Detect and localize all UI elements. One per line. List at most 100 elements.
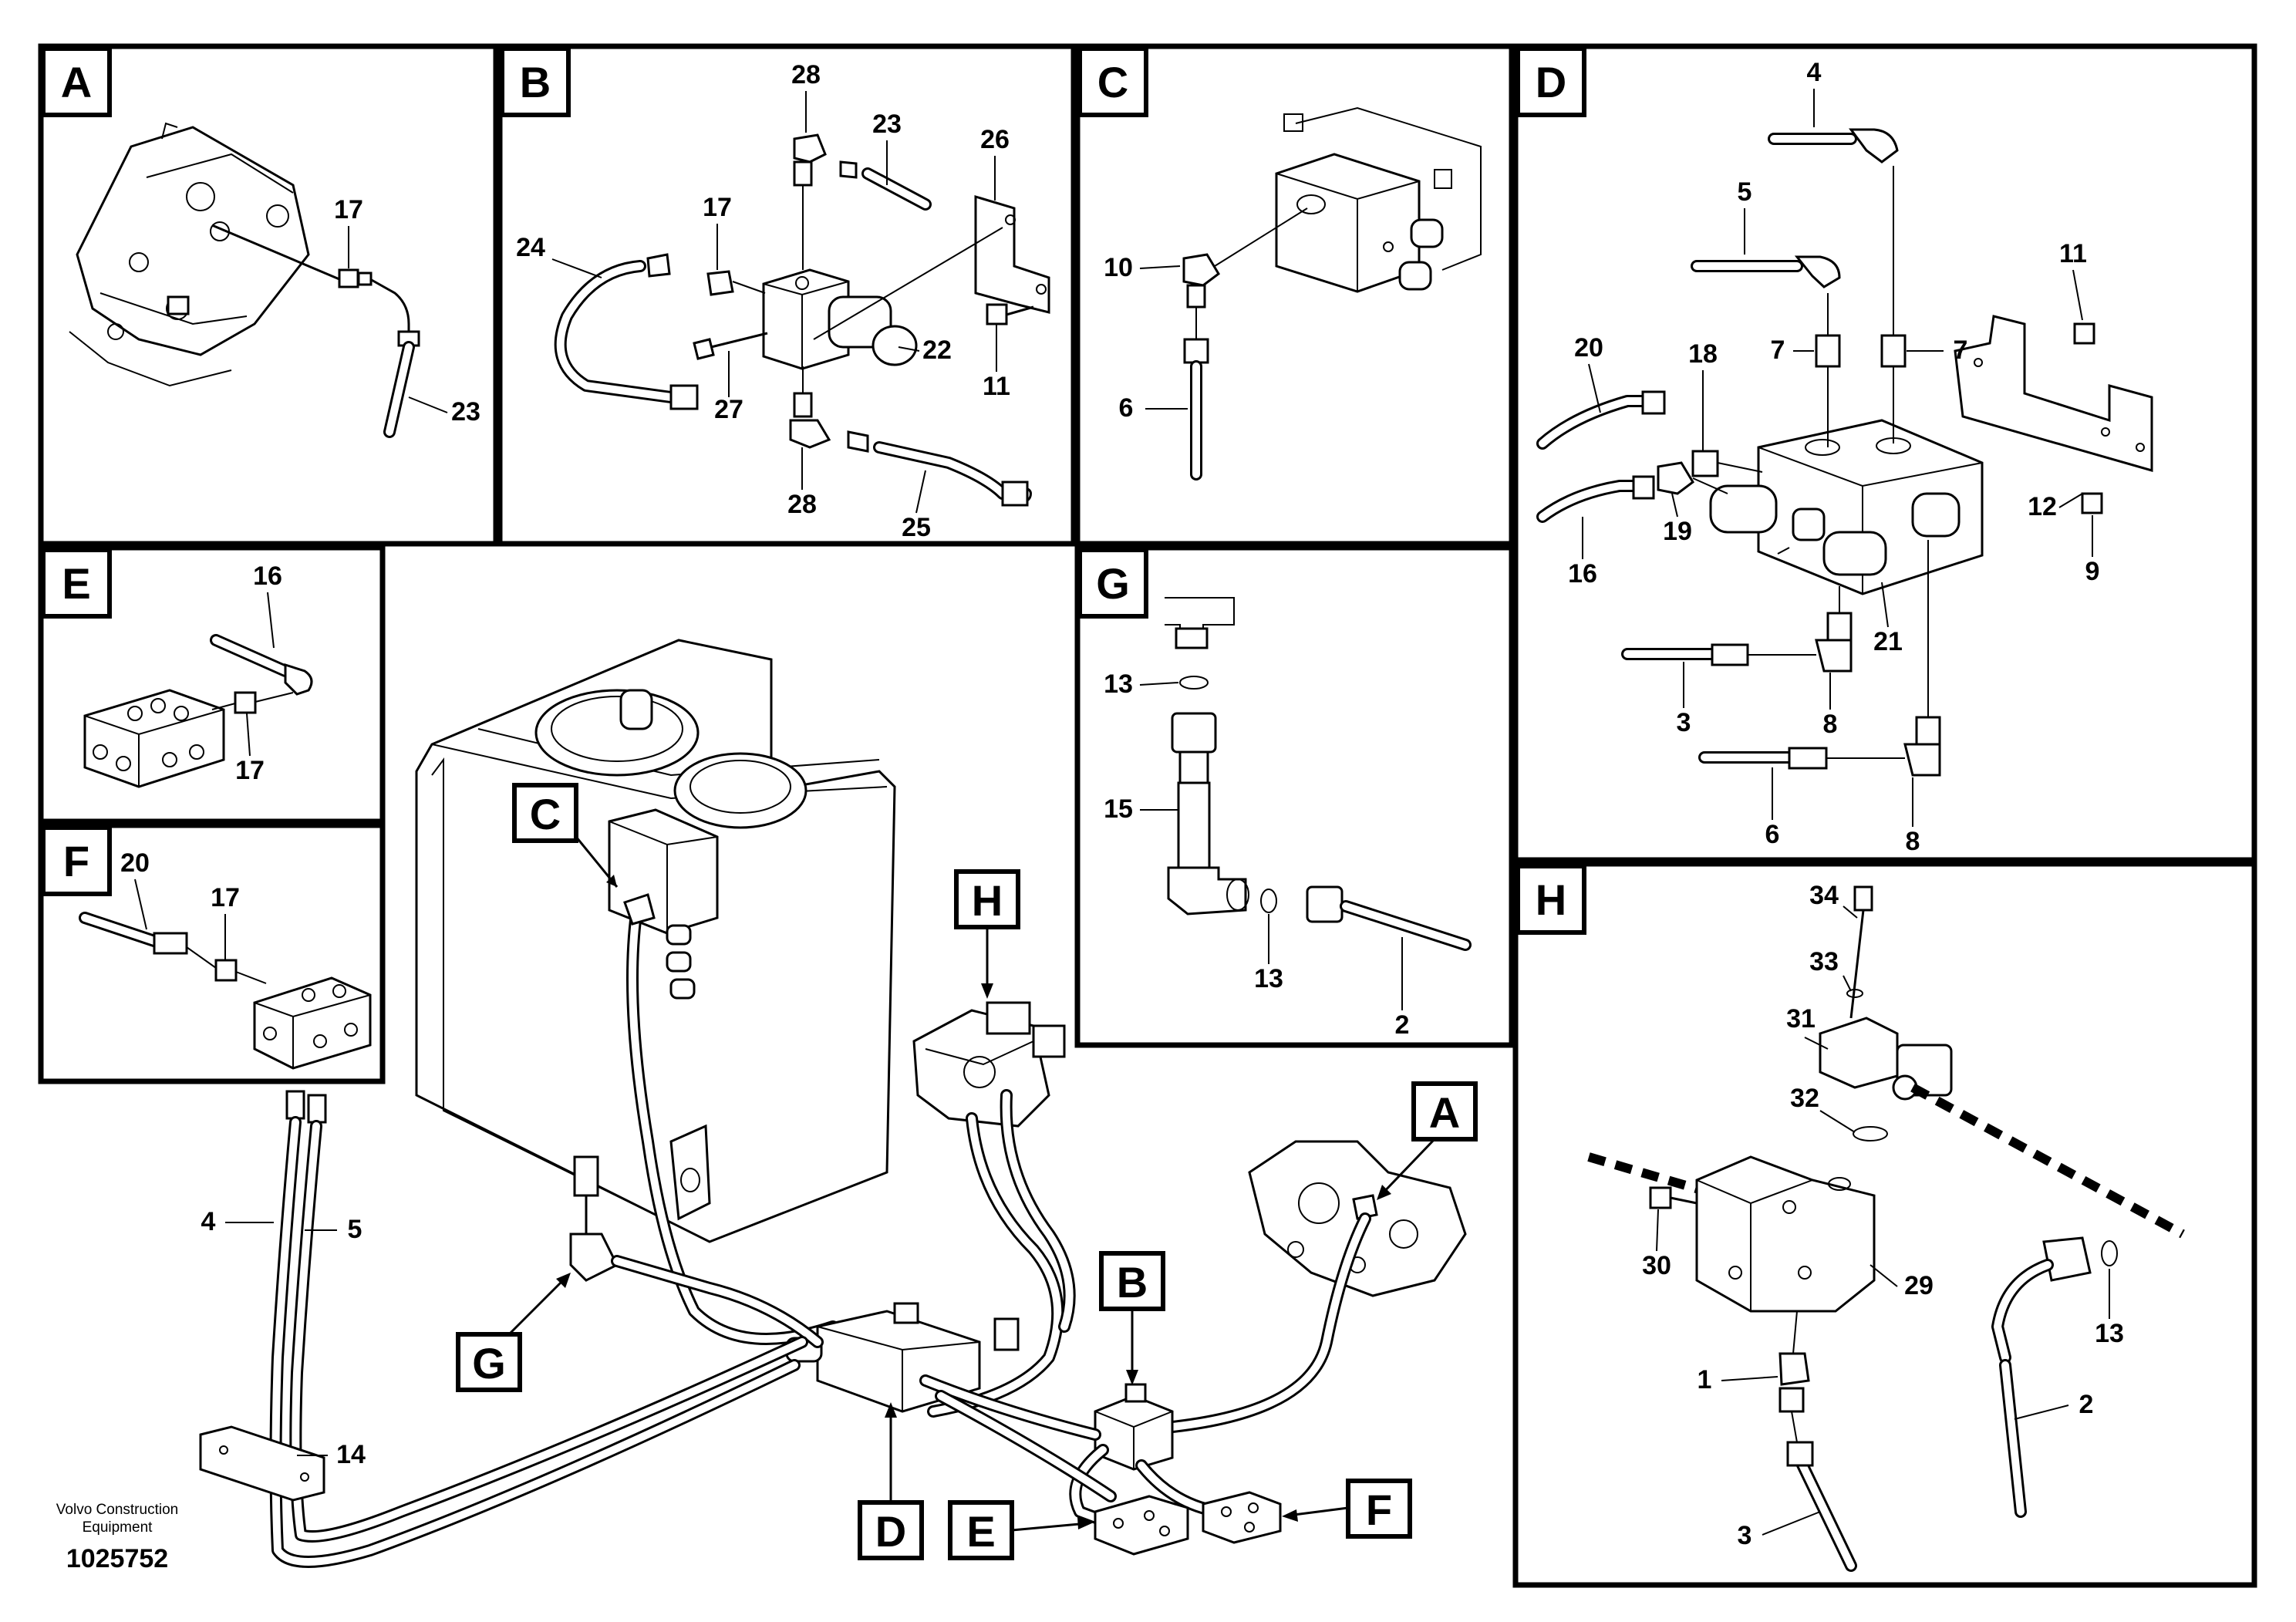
svg-text:G: G bbox=[1096, 559, 1130, 608]
svg-text:2: 2 bbox=[2079, 1390, 2094, 1419]
svg-text:32: 32 bbox=[1790, 1084, 1819, 1113]
svg-text:3: 3 bbox=[1738, 1521, 1752, 1550]
panel-e-frame bbox=[38, 545, 386, 824]
svg-text:31: 31 bbox=[1786, 1004, 1816, 1034]
svg-text:14: 14 bbox=[336, 1440, 366, 1469]
svg-text:17: 17 bbox=[211, 883, 240, 912]
panel-d-artwork bbox=[1536, 128, 2153, 777]
svg-text:23: 23 bbox=[872, 110, 902, 139]
svg-text:11: 11 bbox=[983, 372, 1010, 401]
svg-text:28: 28 bbox=[791, 60, 821, 89]
svg-text:13: 13 bbox=[1104, 669, 1133, 699]
svg-text:C: C bbox=[530, 790, 561, 838]
svg-text:G: G bbox=[472, 1339, 506, 1388]
panel-g-labels: 13 15 13 2 bbox=[1104, 669, 1409, 1040]
panel-f-artwork bbox=[79, 912, 372, 1070]
main-tank-artwork bbox=[415, 639, 896, 1345]
callout-g: G bbox=[456, 1273, 571, 1392]
svg-text:30: 30 bbox=[1642, 1251, 1671, 1280]
callout-d: D bbox=[858, 1402, 924, 1560]
svg-text:7: 7 bbox=[1954, 336, 1968, 365]
svg-text:12: 12 bbox=[2028, 492, 2057, 521]
svg-text:11: 11 bbox=[2059, 239, 2087, 268]
main-labels: 4 5 14 bbox=[201, 1207, 366, 1469]
svg-text:17: 17 bbox=[334, 195, 363, 224]
svg-text:F: F bbox=[63, 837, 89, 885]
svg-text:6: 6 bbox=[1765, 820, 1780, 849]
callout-f: F bbox=[1282, 1479, 1412, 1539]
panel-c-labels: 10 6 bbox=[1104, 253, 1188, 423]
svg-text:7: 7 bbox=[1771, 336, 1785, 365]
callout-c: C bbox=[512, 783, 619, 888]
callout-b: B bbox=[1099, 1251, 1165, 1385]
svg-text:18: 18 bbox=[1688, 339, 1718, 369]
panel-c-artwork bbox=[1182, 106, 1482, 481]
main-valve-artwork bbox=[569, 1140, 1467, 1556]
svg-text:28: 28 bbox=[787, 490, 817, 519]
svg-text:A: A bbox=[1429, 1088, 1460, 1137]
drawing-number: 1025752 bbox=[66, 1544, 168, 1573]
svg-text:D: D bbox=[875, 1507, 906, 1556]
svg-text:17: 17 bbox=[703, 193, 732, 222]
svg-text:23: 23 bbox=[451, 397, 480, 427]
company-line-2: Equipment bbox=[83, 1519, 153, 1536]
panel-g-frame bbox=[1074, 545, 1515, 1048]
svg-text:8: 8 bbox=[1823, 710, 1838, 739]
panel-letter-a: A bbox=[41, 46, 112, 117]
svg-text:16: 16 bbox=[1568, 559, 1597, 588]
svg-text:33: 33 bbox=[1809, 947, 1839, 976]
svg-text:19: 19 bbox=[1663, 517, 1692, 546]
panel-f-labels: 20 17 bbox=[120, 848, 240, 960]
svg-text:B: B bbox=[1117, 1258, 1148, 1307]
callout-a: A bbox=[1377, 1081, 1478, 1200]
svg-text:26: 26 bbox=[980, 125, 1010, 154]
main-pump-artwork bbox=[912, 1001, 1076, 1418]
panel-h-frame bbox=[1512, 861, 2257, 1588]
svg-text:10: 10 bbox=[1104, 253, 1133, 282]
main-hoses-4-5 bbox=[199, 1090, 808, 1568]
footer-block: Volvo Construction Equipment 1025752 bbox=[56, 1502, 178, 1573]
panel-h-labels: 34 33 31 32 30 29 13 1 2 3 bbox=[1642, 881, 2124, 1550]
svg-text:16: 16 bbox=[253, 561, 282, 591]
panel-g-artwork bbox=[1165, 597, 1472, 951]
panel-letter-g: G bbox=[1077, 548, 1148, 619]
svg-text:1: 1 bbox=[1698, 1365, 1712, 1394]
svg-text:F: F bbox=[1366, 1485, 1392, 1534]
panel-d-labels: 4 5 11 7 7 20 18 19 12 16 9 21 3 8 6 8 bbox=[1568, 58, 2099, 856]
panel-e-artwork bbox=[83, 634, 313, 788]
svg-text:8: 8 bbox=[1906, 827, 1920, 856]
panel-h-artwork bbox=[1587, 885, 2185, 1572]
svg-text:13: 13 bbox=[2095, 1319, 2124, 1348]
svg-text:B: B bbox=[520, 58, 551, 106]
svg-text:25: 25 bbox=[902, 513, 931, 542]
panel-letter-f: F bbox=[41, 825, 112, 896]
panel-letter-c: C bbox=[1077, 46, 1148, 117]
panel-b-labels: 28 23 26 17 24 22 27 11 28 25 bbox=[516, 60, 1010, 542]
svg-text:2: 2 bbox=[1395, 1010, 1410, 1040]
svg-text:22: 22 bbox=[922, 336, 952, 365]
panel-b-artwork bbox=[554, 133, 1050, 507]
panel-b-frame bbox=[497, 43, 1077, 547]
panel-a-artwork bbox=[69, 122, 420, 438]
svg-text:E: E bbox=[62, 559, 90, 608]
panel-c-frame bbox=[1074, 43, 1515, 547]
svg-text:5: 5 bbox=[348, 1215, 362, 1244]
svg-text:17: 17 bbox=[235, 756, 265, 785]
panel-letter-d: D bbox=[1515, 46, 1586, 117]
svg-text:H: H bbox=[972, 876, 1003, 925]
svg-text:4: 4 bbox=[1807, 58, 1822, 87]
svg-text:20: 20 bbox=[120, 848, 150, 878]
svg-text:21: 21 bbox=[1873, 627, 1903, 656]
svg-text:H: H bbox=[1536, 875, 1566, 924]
svg-text:29: 29 bbox=[1904, 1271, 1934, 1300]
company-line-1: Volvo Construction bbox=[56, 1502, 178, 1518]
panel-letter-h: H bbox=[1515, 864, 1586, 935]
panel-letter-b: B bbox=[500, 46, 571, 117]
svg-text:3: 3 bbox=[1677, 708, 1691, 737]
svg-text:13: 13 bbox=[1254, 964, 1283, 993]
svg-text:5: 5 bbox=[1738, 177, 1752, 207]
panel-a-labels: 17 23 bbox=[334, 195, 480, 427]
svg-text:24: 24 bbox=[516, 233, 545, 262]
callout-e: E bbox=[948, 1500, 1094, 1560]
